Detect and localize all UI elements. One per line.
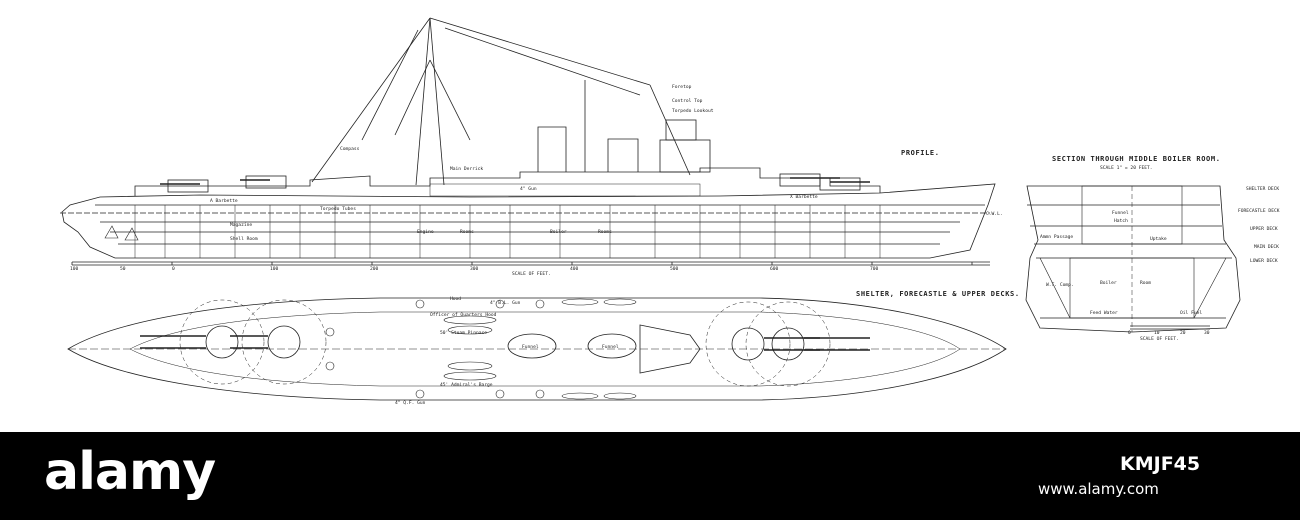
turret-y-plan bbox=[745, 301, 870, 387]
profile-label-main-derrick: Main Derrick bbox=[450, 166, 483, 172]
secondary-guns bbox=[325, 299, 545, 399]
plan-label-funnel-fore: Funnel bbox=[602, 344, 619, 350]
scale-tick: 50 bbox=[120, 266, 126, 272]
profile-label-cwl: C.W.L. bbox=[986, 211, 1003, 217]
scale-tick: 30 bbox=[1204, 330, 1210, 336]
watermark-bar bbox=[0, 432, 1300, 520]
section-scale-note: SCALE 1" = 20 FEET. bbox=[1100, 165, 1153, 171]
funnel-fore bbox=[607, 138, 639, 172]
turret-b-plan bbox=[230, 299, 327, 385]
profile-label-torpedo-tubes: Torpedo Tubes bbox=[320, 206, 356, 212]
section-drawing bbox=[1025, 185, 1241, 333]
plan-label-4in-bl-gun: 4" B.L. Gun bbox=[490, 300, 521, 306]
scale-tick: 100 bbox=[70, 266, 79, 272]
deck-label-main: MAIN DECK bbox=[1254, 244, 1279, 250]
profile-label-4in-gun: 4" Gun bbox=[520, 186, 537, 192]
scale-tick: 20 bbox=[1180, 330, 1186, 336]
plan-label-funnel-aft: Funnel bbox=[522, 344, 539, 350]
profile-label-control-top: Control Top bbox=[672, 98, 703, 104]
plan-label-officer-hood: Officer of Quarters Hood bbox=[430, 312, 497, 318]
profile-label-torpedo-lookout: Torpedo Lookout bbox=[672, 108, 714, 114]
section-label-oil-fuel: Oil Fuel bbox=[1180, 310, 1202, 316]
profile-label-compass: Compass bbox=[340, 146, 360, 152]
section-label-hatch: Hatch bbox=[1114, 218, 1128, 224]
section-label-room: Room bbox=[1140, 280, 1151, 286]
section-label-boiler: Boiler bbox=[1100, 280, 1117, 286]
profile-label-a-barbette: A Barbette bbox=[210, 198, 238, 204]
scale-tick: 300 bbox=[470, 266, 479, 272]
section-label-funnel: Funnel bbox=[1112, 210, 1129, 216]
plan-label-hood: Hood bbox=[450, 296, 461, 302]
turret-a-profile bbox=[167, 179, 209, 193]
funnel-aft-plan bbox=[507, 333, 557, 359]
profile-scale-label: SCALE OF FEET. bbox=[512, 271, 551, 277]
turret-b-profile bbox=[245, 175, 287, 189]
plan-label-admirals-barge: 45' Admiral's Barge bbox=[440, 382, 493, 388]
section-label-feed-water: Feed Water bbox=[1090, 310, 1118, 316]
deck-label-forecastle: FORECASTLE DECK bbox=[1238, 208, 1280, 214]
section-label-wt-comp: W.T. Comp. bbox=[1046, 282, 1074, 288]
section-scale-ticks: 0 10 20 30 bbox=[1128, 330, 1210, 336]
scale-tick: 10 bbox=[1154, 330, 1160, 336]
scale-tick: 0 bbox=[1128, 330, 1131, 336]
scale-tick: 0 bbox=[172, 266, 175, 272]
deck-plan-title: SHELTER, FORECASTLE & UPPER DECKS. bbox=[856, 290, 1020, 298]
funnel-fore-plan bbox=[587, 333, 637, 359]
section-title: SECTION THROUGH MIDDLE BOILER ROOM. bbox=[1052, 155, 1221, 163]
profile-label-magazine: Magazine bbox=[230, 222, 252, 228]
profile-scale-ticks: 100 50 0 100 200 300 400 500 600 700 bbox=[70, 266, 879, 272]
profile-label-boiler: Boiler bbox=[550, 229, 567, 235]
boats bbox=[443, 298, 637, 400]
profile-label-shell-room: Shell Room bbox=[230, 236, 258, 242]
scale-tick: 500 bbox=[670, 266, 679, 272]
bulkheads bbox=[134, 205, 881, 258]
scale-tick: 200 bbox=[370, 266, 379, 272]
section-label-uptake: Uptake bbox=[1150, 236, 1167, 242]
deck-label-lower: LOWER DECK bbox=[1250, 258, 1278, 264]
deck-label-upper: UPPER DECK bbox=[1250, 226, 1278, 232]
scale-tick: 600 bbox=[770, 266, 779, 272]
tripod-mast bbox=[311, 17, 691, 186]
funnel-aft bbox=[537, 126, 567, 172]
image-id: KMJF45 bbox=[1120, 453, 1201, 475]
plan-label-steam-pinnace: 50' Steam Pinnace bbox=[440, 330, 487, 336]
brand-logo: alamy bbox=[44, 442, 216, 502]
scale-tick: 400 bbox=[570, 266, 579, 272]
turret-a-plan bbox=[140, 299, 265, 385]
profile-label-x-barbette: X Barbette bbox=[790, 194, 818, 200]
deck-label-shelter: SHELTER DECK bbox=[1246, 186, 1279, 192]
site-url: www.alamy.com bbox=[1038, 480, 1159, 498]
plan-label-4in-qf-gun: 4" Q.F. Gun bbox=[395, 400, 426, 406]
turret-x-plan bbox=[705, 301, 820, 387]
ship-plan-plate: PROFILE. SECTION THROUGH MIDDLE BOILER R… bbox=[60, 17, 1280, 406]
deck-plan-drawing bbox=[67, 297, 1007, 401]
profile-title: PROFILE. bbox=[901, 149, 940, 157]
turret-x-profile bbox=[779, 173, 821, 187]
profile-label-rooms-2: Rooms bbox=[598, 229, 612, 235]
profile-scale bbox=[71, 261, 990, 266]
profile-label-foretop: Foretop bbox=[672, 84, 692, 90]
scale-tick: 100 bbox=[270, 266, 279, 272]
profile-drawing bbox=[60, 17, 996, 259]
turret-y-profile bbox=[819, 177, 861, 191]
section-label-ammn-passage: Ammn Passage bbox=[1040, 234, 1073, 240]
profile-label-engine: Engine bbox=[417, 229, 434, 235]
scale-tick: 700 bbox=[870, 266, 879, 272]
section-scale-label: SCALE OF FEET. bbox=[1140, 336, 1179, 342]
profile-label-rooms-1: Rooms bbox=[460, 229, 474, 235]
